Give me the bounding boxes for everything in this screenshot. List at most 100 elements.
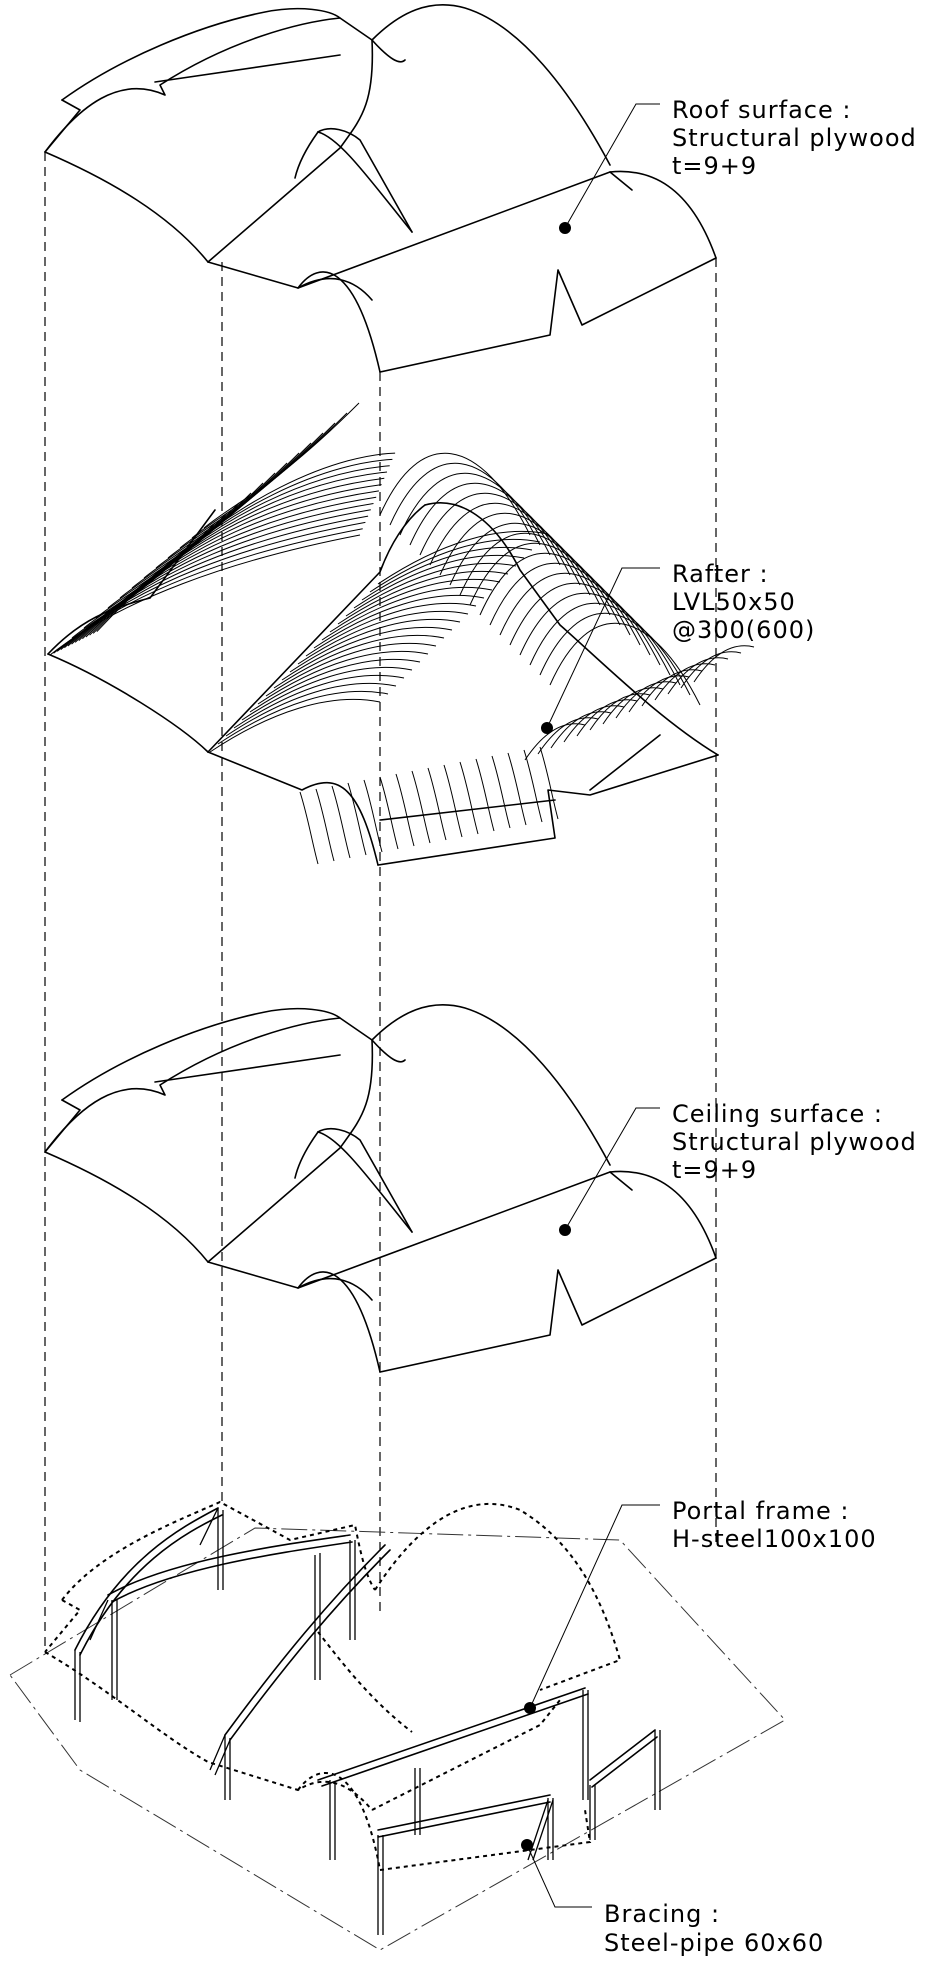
rafter-rib bbox=[337, 571, 509, 625]
rafter-rib bbox=[56, 521, 366, 652]
rafter-rib bbox=[479, 552, 631, 636]
rafter-rib bbox=[191, 412, 348, 539]
rafter-rib bbox=[299, 791, 319, 865]
label-roof-surface: Roof surface : Structural plywood t=9+9 bbox=[559, 96, 917, 234]
rafter-rib bbox=[667, 657, 729, 695]
rafter-rib bbox=[507, 752, 527, 826]
rafter-rib bbox=[489, 562, 641, 646]
rafter-rib bbox=[419, 492, 571, 576]
rafter-rib bbox=[523, 749, 543, 823]
rafter-rib bbox=[411, 770, 431, 844]
rafter-rib bbox=[475, 758, 495, 832]
ceiling-surface-material: Structural plywood bbox=[672, 1128, 917, 1156]
rafter-rib bbox=[92, 458, 393, 634]
rafter-rib bbox=[641, 669, 703, 707]
rafter-rib bbox=[589, 693, 651, 731]
rafter-rib bbox=[509, 582, 661, 666]
rafter-rib bbox=[265, 643, 437, 697]
rafter-rib bbox=[345, 563, 517, 617]
rafter-rib bbox=[379, 776, 399, 850]
rafter-rib bbox=[233, 675, 405, 729]
portal-frame-layer bbox=[9, 1500, 786, 1951]
rafter-rib bbox=[602, 687, 664, 725]
portal-frame-marker bbox=[524, 1702, 536, 1714]
rafter-rib bbox=[167, 432, 324, 559]
rafter-rib bbox=[550, 711, 612, 749]
portal-frame-members bbox=[74, 1507, 658, 1838]
rafter-marker bbox=[541, 722, 553, 734]
ceiling-surface-layer bbox=[44, 1004, 717, 1373]
portal-frame-title: Portal frame : bbox=[672, 1497, 849, 1525]
rafter-rib bbox=[305, 603, 477, 657]
rafter-rib bbox=[329, 579, 501, 633]
roof-surface-layer bbox=[44, 4, 717, 373]
rafter-rib bbox=[409, 482, 561, 566]
rafter-spacing: @300(600) bbox=[672, 616, 815, 644]
rafter-rib bbox=[539, 746, 559, 820]
rafter-rib bbox=[96, 452, 396, 632]
roof-surface-material: Structural plywood bbox=[672, 124, 917, 152]
rafter-rib bbox=[353, 555, 525, 609]
label-bracing: Bracing : Steel-pipe 60x60 bbox=[521, 1839, 824, 1957]
rafter-rib bbox=[469, 542, 621, 626]
rafter-rib bbox=[529, 602, 681, 686]
rafter-rib bbox=[273, 635, 445, 689]
rafter-rib bbox=[209, 699, 381, 753]
bracing-members bbox=[89, 1507, 554, 1861]
ceiling-surface-title: Ceiling surface : bbox=[672, 1100, 883, 1128]
bracing-material: Steel-pipe 60x60 bbox=[604, 1929, 824, 1957]
rafter-rib bbox=[443, 764, 463, 838]
rafter-rib bbox=[369, 539, 541, 593]
rafter-rib bbox=[563, 705, 625, 743]
rafter-rib bbox=[315, 788, 335, 862]
rafter-rib bbox=[628, 675, 690, 713]
roof-surface-marker bbox=[559, 222, 571, 234]
roof-surface-thickness: t=9+9 bbox=[672, 152, 757, 180]
rafter-material: LVL50x50 bbox=[672, 588, 796, 616]
rafter-rib bbox=[331, 785, 351, 859]
rafter-rib bbox=[379, 452, 531, 536]
rafter-rib bbox=[519, 592, 671, 676]
rafter-rib bbox=[399, 472, 551, 556]
rafter-rib bbox=[654, 663, 716, 701]
rafter-rib bbox=[53, 528, 363, 654]
projection-lines bbox=[44, 152, 717, 1652]
rafter-rib bbox=[429, 502, 581, 586]
rafter-rib bbox=[377, 531, 549, 585]
rafter-rib bbox=[363, 779, 383, 853]
rafter-rib bbox=[427, 767, 447, 841]
rafter-rib bbox=[491, 755, 511, 829]
rafter-rib bbox=[241, 667, 413, 721]
rafter-rib bbox=[680, 651, 742, 689]
rafter-rib bbox=[217, 691, 389, 745]
rafter-rib bbox=[459, 532, 611, 616]
rafter-rib bbox=[693, 645, 755, 683]
label-ceiling-surface: Ceiling surface : Structural plywood t=9… bbox=[559, 1100, 917, 1236]
rafter-rib bbox=[395, 773, 415, 847]
rafter-title: Rafter : bbox=[672, 560, 769, 588]
rafter-rib bbox=[249, 659, 421, 713]
rafter-rib bbox=[225, 683, 397, 737]
rafter-rib bbox=[389, 462, 541, 546]
bracing-marker bbox=[521, 1839, 533, 1851]
rafter-rib bbox=[60, 515, 369, 650]
rafter-rib bbox=[439, 512, 591, 596]
portal-frame-material: H-steel100x100 bbox=[672, 1525, 877, 1553]
rafter-layer bbox=[47, 402, 755, 866]
rafter-rib bbox=[203, 402, 360, 529]
rafter-rib bbox=[524, 723, 586, 761]
rafter-rib bbox=[289, 619, 461, 673]
rafter-rib bbox=[459, 761, 479, 835]
roof-surface-title: Roof surface : bbox=[672, 96, 851, 124]
rafter-rib bbox=[281, 627, 453, 681]
ceiling-surface-thickness: t=9+9 bbox=[672, 1156, 757, 1184]
rafter-rib bbox=[539, 612, 691, 696]
rafter-rib bbox=[537, 717, 599, 755]
rafter-rib bbox=[313, 595, 485, 649]
label-rafter: Rafter : LVL50x50 @300(600) bbox=[541, 560, 815, 734]
rafter-rib bbox=[576, 699, 638, 737]
portal-frame-posts bbox=[74, 1508, 661, 1935]
rafter-rib bbox=[297, 611, 469, 665]
label-portal-frame: Portal frame : H-steel100x100 bbox=[524, 1497, 877, 1714]
